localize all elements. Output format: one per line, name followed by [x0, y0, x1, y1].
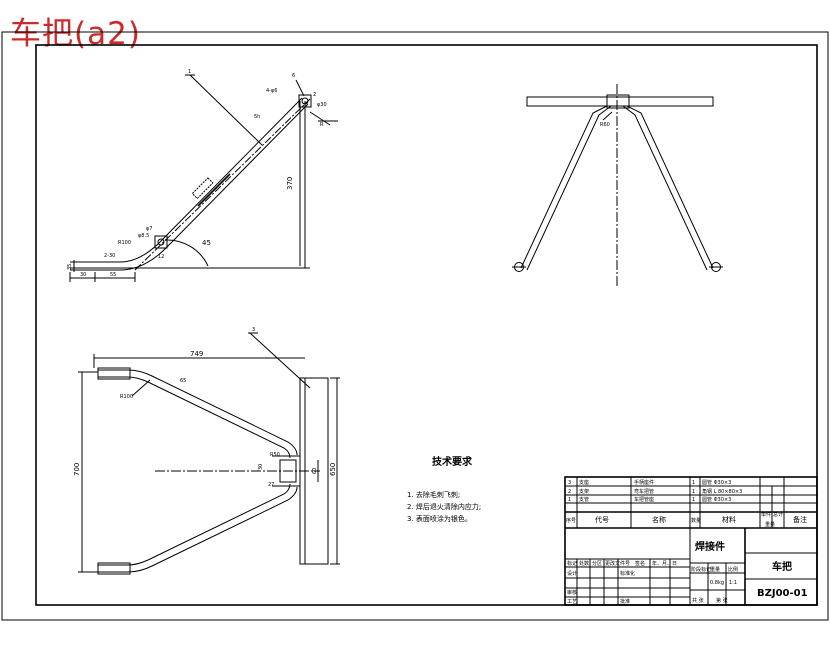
drawing-title: 车把(a2): [10, 16, 141, 52]
top-view: 749 700 650 60 30 R100 65 R50 27 3: [73, 327, 340, 575]
dim-60: 60: [312, 468, 318, 474]
tb-count: 处数: [579, 560, 589, 567]
dim-4phi6: 4-φ6: [266, 88, 277, 94]
dim-2-30: 2-30: [104, 253, 115, 259]
parts-rows: 3 支座 手柄座件 1 圆管 Φ30×3 2 支架 弯车把管 1 角钢 L 80…: [568, 479, 742, 503]
tech-req-1: 1. 去除毛刺飞刺;: [407, 490, 460, 499]
title-block: 3 支座 手柄座件 1 圆管 Φ30×3 2 支架 弯车把管 1 角钢 L 80…: [564, 476, 818, 606]
tb-design: 设计: [567, 570, 577, 577]
hdr-total: 总计: [773, 511, 783, 518]
tb-drawing-code: BZJ00-01: [757, 588, 808, 599]
hdr-code: 代号: [595, 515, 609, 524]
hdr-no: 序号: [566, 517, 576, 524]
part-no: 3: [568, 480, 571, 486]
part-name: 弯车把管: [634, 488, 654, 495]
dim-r: R: [320, 122, 324, 128]
tb-zone: 分区: [592, 560, 602, 567]
tb-approve: 批准: [620, 598, 630, 605]
part-no: 1: [568, 497, 571, 503]
outer-border: [1, 31, 829, 621]
part-qty: 1: [692, 497, 695, 503]
dim-2: 2: [313, 92, 316, 98]
hdr-unit: 单件: [761, 511, 771, 518]
dim-30b: 30: [258, 464, 264, 470]
hdr-name: 名称: [652, 515, 666, 524]
part-code: 支座: [579, 479, 589, 486]
dim-r100b: R100: [120, 394, 133, 400]
dim-55: 55: [110, 272, 116, 278]
dim-650: 650: [329, 463, 337, 476]
dim-angle: 45: [202, 239, 211, 247]
tb-process: 工艺: [567, 599, 577, 605]
hdr-qty: 数量: [691, 517, 701, 524]
tb-check: 审核: [567, 589, 577, 596]
hdr-mat: 材料: [722, 515, 736, 524]
tb-mark: 标记: [567, 560, 577, 567]
front-view: R60: [512, 84, 723, 288]
tb-weight-val: 0.8kg: [710, 580, 724, 586]
inner-border: [35, 44, 818, 606]
dim-r50: R50: [270, 452, 280, 458]
hdr-weight: 重量: [765, 521, 775, 528]
dim-phi7: φ7: [146, 226, 152, 232]
leader-1: 1: [188, 69, 191, 75]
tb-sheet: 第 张: [716, 597, 728, 604]
tb-sign: 签名: [635, 560, 645, 567]
tb-scale-val: 1:1: [729, 580, 737, 586]
part-no: 2: [568, 489, 571, 495]
dim-35: 35: [67, 264, 73, 270]
tb-stage: 阶段标记: [691, 566, 711, 573]
part-code: 支架: [579, 488, 589, 495]
dim-27: 27: [268, 482, 274, 488]
hdr-remark: 备注: [793, 515, 807, 524]
dim-700: 700: [73, 463, 81, 476]
leader-3: 3: [252, 327, 255, 333]
tech-heading: 技术要求: [432, 455, 473, 468]
part-qty: 1: [692, 480, 695, 486]
tb-part-type: 焊接件: [695, 540, 725, 553]
dim-65: 65: [180, 378, 186, 384]
tb-drawing-name: 车把: [772, 560, 792, 573]
tech-req-3: 3. 表面喷涂为银色。: [407, 514, 472, 523]
tb-std: 标准化: [620, 570, 635, 577]
tb-sheets: 共 张: [692, 597, 704, 604]
dim-6: 6: [292, 73, 295, 79]
part-name: 手柄座件: [634, 479, 654, 486]
tb-date: 年、月、日: [652, 560, 677, 567]
dim-749: 749: [190, 350, 203, 358]
tb-ratio: 比例: [728, 566, 738, 573]
dim-r60: R60: [600, 122, 610, 128]
dim-30: 30: [80, 272, 86, 278]
dim-r100: R100: [118, 240, 131, 246]
tb-weight: 重量: [710, 566, 720, 573]
dim-5h: 5h: [254, 114, 260, 120]
part-code: 支管: [579, 496, 589, 503]
dim-12: 12: [158, 254, 164, 260]
dim-phi30: φ30: [317, 102, 327, 108]
part-mat: 角钢 L 80×80×3: [702, 488, 742, 495]
side-view: 370 45 1 4-φ6 6 2 φ30 5h R φ7 φ8.5 R100 …: [67, 69, 338, 282]
part-name: 车把管座: [634, 496, 654, 503]
dim-370: 370: [286, 177, 294, 190]
part-mat: 圆管 Φ30×3: [702, 496, 731, 503]
part-mat: 圆管 Φ30×3: [702, 479, 731, 486]
part-qty: 1: [692, 489, 695, 495]
tb-doc: 更改文件号: [605, 560, 630, 567]
tech-req-2: 2. 焊后退火清除内应力;: [407, 502, 481, 511]
dim-phi8-5: φ8.5: [138, 233, 149, 239]
